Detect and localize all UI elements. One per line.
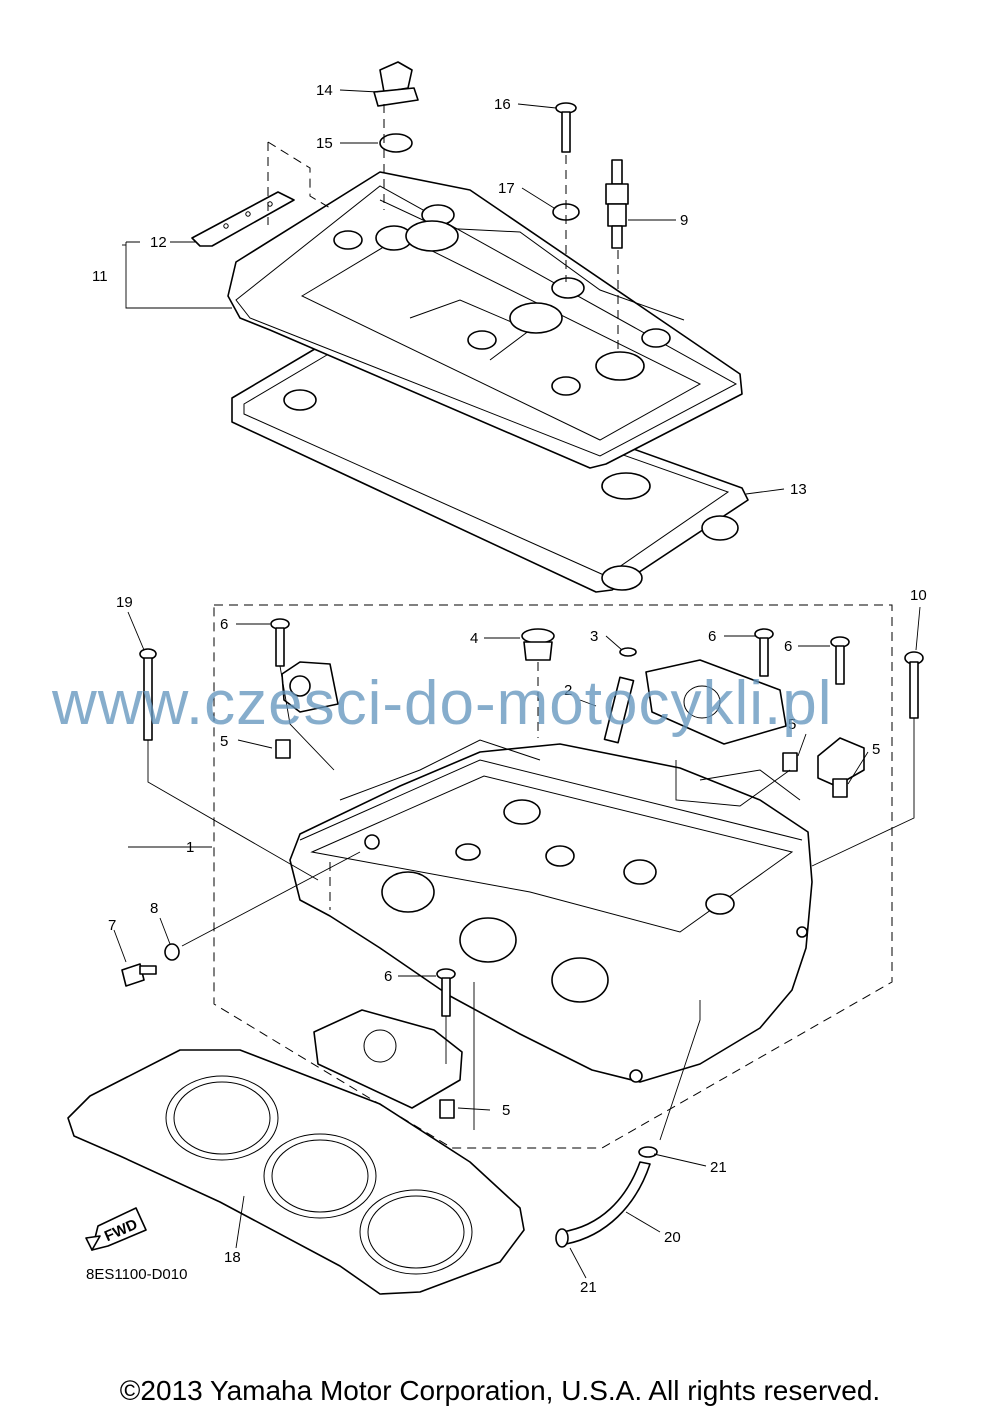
camshaft-cap-front-left [281,661,339,713]
callout-10: 10 [910,587,927,604]
callout-5: 5 [872,741,880,758]
valve-cover-gasket [231,339,749,593]
valve-cover [227,171,743,469]
callout-numbers: 1 2 3 4 5 5 5 5 6 6 6 6 7 8 9 10 11 12 1… [92,82,927,1296]
callout-2: 2 [564,682,572,699]
cam-cap-bolt [754,628,774,677]
dowel-pin [832,778,848,798]
cam-end-plug [521,628,555,661]
head-bolt-side [904,651,924,719]
callout-7: 7 [108,917,116,934]
callout-8: 8 [150,900,158,917]
reference-lines [147,104,915,1149]
callout-5: 5 [502,1102,510,1119]
callout-6: 6 [220,616,228,633]
cam-cap-bolt [830,636,850,685]
callout-11: 11 [92,268,108,285]
dowel-pin [782,752,798,772]
callout-6: 6 [384,968,392,985]
dowel-pin [439,1099,455,1119]
callout-5: 5 [220,733,228,750]
callout-19: 19 [116,594,133,611]
callout-15: 15 [316,135,333,152]
callout-18: 18 [224,1249,241,1266]
callout-1: 1 [186,839,194,856]
hose-clamp [638,1146,658,1158]
callout-12: 12 [150,234,167,251]
callout-14: 14 [316,82,333,99]
oil-gallery-bolt [121,963,157,987]
cam-cap-bolt [270,618,290,667]
website-watermark: www.czesci-do-motocykli.pl [52,669,833,738]
cylinder-head [289,739,813,1083]
callout-20: 20 [664,1229,681,1246]
breather-hose [561,1161,651,1245]
hose-clamp [555,1228,569,1248]
callout-9: 9 [680,212,688,229]
filler-cap-o-ring [379,133,413,153]
oil-filler-cap [373,61,419,107]
callout-21: 21 [710,1159,727,1176]
drawing-code: 8ES1100-D010 [86,1266,188,1283]
camshaft-cap-rear [645,659,787,745]
camshaft-cap-right [817,737,865,787]
callout-4: 4 [470,630,478,647]
callout-13: 13 [790,481,807,498]
spark-plug [605,159,629,249]
camshaft-cap-lower [313,1009,463,1109]
callout-16: 16 [494,96,511,113]
cover-bolt [555,102,577,153]
sleeve-o-ring [619,647,637,657]
callout-5: 5 [788,716,796,733]
copyright-footer: ©2013 Yamaha Motor Corporation, U.S.A. A… [119,1375,881,1406]
cylinder-head-gasket [67,1049,525,1295]
dowel-pin [275,739,291,759]
callout-17: 17 [498,180,515,197]
forward-arrow-icon: FWD [85,1207,147,1251]
callout-6: 6 [784,638,792,655]
callout-3: 3 [590,628,598,645]
plug-tube-sleeve [603,676,635,744]
gasket-washer [164,943,180,961]
callout-6: 6 [708,628,716,645]
callout-leaders [113,89,921,1279]
callout-21: 21 [580,1279,597,1296]
